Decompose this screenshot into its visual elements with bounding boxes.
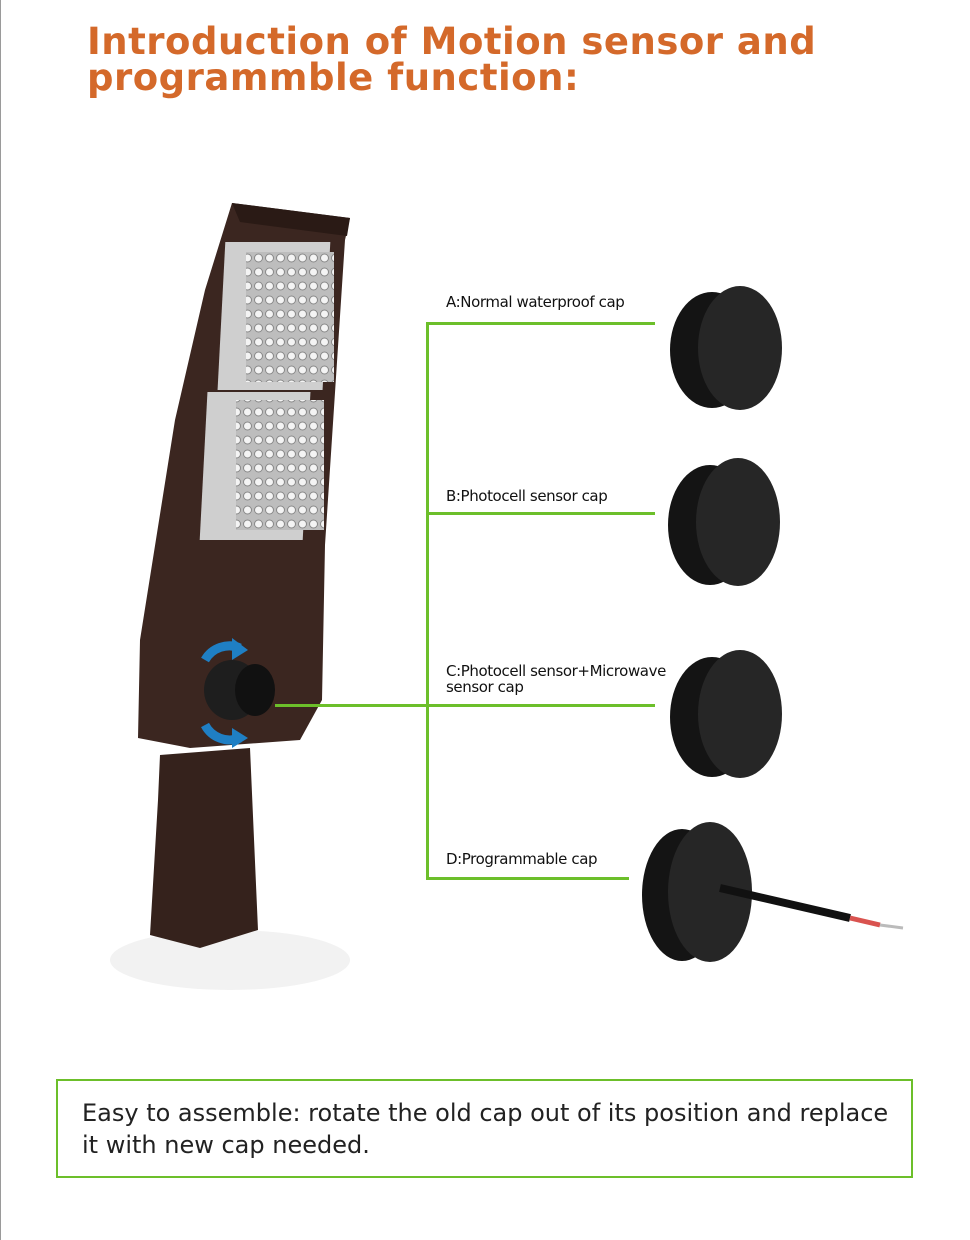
connector-trunk-line: [426, 322, 429, 880]
assembly-note-text: Easy to assemble: rotate the old cap out…: [82, 1099, 889, 1159]
assembly-note-box: Easy to assemble: rotate the old cap out…: [56, 1079, 913, 1178]
title-line-1: Introduction of Motion sensor and: [87, 20, 817, 63]
cap-b-label: B:Photocell sensor cap: [446, 487, 608, 505]
page-edge-divider: [0, 0, 1, 1240]
title-line-2: programmble function:: [87, 56, 580, 99]
cap-c-label-line-1: C:Photocell sensor+Microwave: [446, 662, 666, 680]
cap-a-image: [670, 286, 782, 410]
connector-line-b: [426, 512, 655, 515]
connector-line-a: [426, 322, 655, 325]
connector-line-c: [275, 704, 655, 707]
page-title: Introduction of Motion sensor and progra…: [87, 23, 816, 99]
cap-a-label: A:Normal waterproof cap: [446, 293, 625, 311]
cap-d-image: [642, 822, 904, 962]
street-light-fixture: [110, 203, 350, 990]
cap-c-image: [670, 650, 782, 778]
cap-c-label-line-2: sensor cap: [446, 678, 524, 696]
cap-b-image: [668, 458, 780, 586]
cap-d-label: D:Programmable cap: [446, 850, 598, 868]
connector-line-d: [426, 877, 629, 880]
